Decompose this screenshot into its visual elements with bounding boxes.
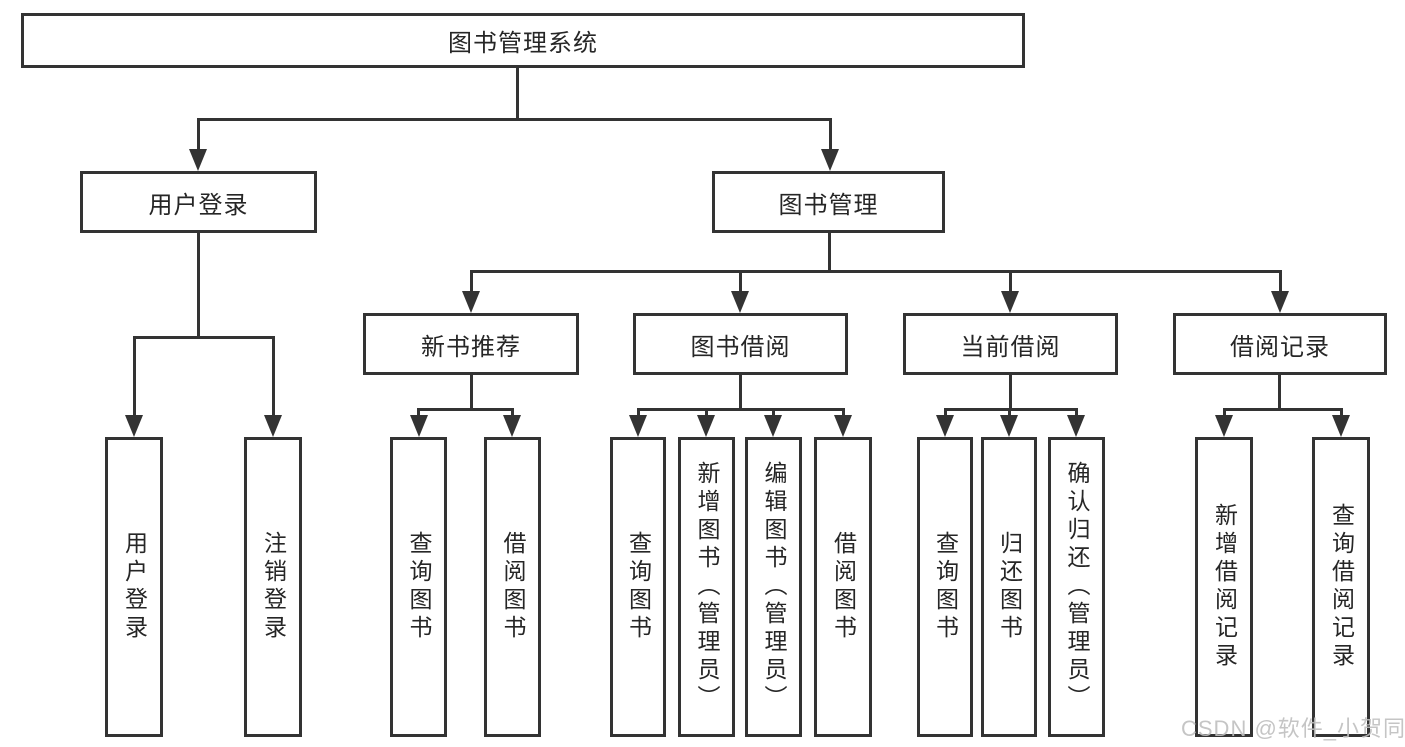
connector-line bbox=[197, 118, 831, 121]
leaf-query-books-3: 查询图书 bbox=[917, 437, 973, 737]
arrow-down-icon bbox=[821, 149, 839, 171]
leaf-label: 查询图书 bbox=[625, 531, 652, 643]
node-label: 借阅记录 bbox=[1230, 333, 1330, 361]
leaf-label: 归还图书 bbox=[996, 531, 1023, 643]
leaf-label: 新增借阅记录 bbox=[1211, 503, 1238, 671]
node-borrow-records: 借阅记录 bbox=[1173, 313, 1387, 375]
arrow-down-icon bbox=[1000, 415, 1018, 437]
leaf-label: 编辑图书（管理员） bbox=[761, 461, 787, 713]
node-current-borrow: 当前借阅 bbox=[903, 313, 1118, 375]
arrow-down-icon bbox=[410, 415, 428, 437]
connector-line bbox=[272, 336, 275, 416]
connector-line bbox=[1223, 408, 1226, 418]
connector-line bbox=[197, 233, 200, 337]
leaf-user-login: 用户登录 bbox=[105, 437, 163, 737]
leaf-logout: 注销登录 bbox=[244, 437, 302, 737]
node-label: 图书管理系统 bbox=[448, 30, 598, 57]
arrow-down-icon bbox=[1332, 415, 1350, 437]
connector-line bbox=[1008, 408, 1011, 418]
connector-line bbox=[944, 408, 1078, 411]
leaf-query-books-2: 查询图书 bbox=[610, 437, 666, 737]
leaf-label: 查询图书 bbox=[932, 531, 959, 643]
arrow-down-icon bbox=[1001, 291, 1019, 313]
node-root-library-system: 图书管理系统 bbox=[21, 13, 1025, 68]
leaf-confirm-return-admin: 确认归还（管理员） bbox=[1048, 437, 1105, 737]
leaf-edit-books-admin: 编辑图书（管理员） bbox=[745, 437, 802, 737]
connector-line bbox=[705, 408, 708, 418]
arrow-down-icon bbox=[936, 415, 954, 437]
leaf-add-borrow-record: 新增借阅记录 bbox=[1195, 437, 1253, 737]
leaf-return-books: 归还图书 bbox=[981, 437, 1037, 737]
arrow-down-icon bbox=[764, 415, 782, 437]
arrow-down-icon bbox=[629, 415, 647, 437]
arrow-down-icon bbox=[697, 415, 715, 437]
leaf-label: 注销登录 bbox=[260, 531, 287, 643]
connector-line bbox=[637, 408, 845, 411]
node-new-book-recommend: 新书推荐 bbox=[363, 313, 579, 375]
connector-line bbox=[772, 408, 775, 418]
node-book-borrow: 图书借阅 bbox=[633, 313, 848, 375]
connector-line bbox=[511, 408, 514, 418]
connector-line bbox=[417, 408, 514, 411]
node-label: 当前借阅 bbox=[960, 333, 1061, 361]
node-label: 图书管理 bbox=[778, 191, 879, 219]
leaf-label: 确认归还（管理员） bbox=[1064, 461, 1090, 713]
connector-line bbox=[133, 336, 275, 339]
connector-line bbox=[1009, 375, 1012, 411]
connector-line bbox=[1278, 375, 1281, 411]
arrow-down-icon bbox=[189, 149, 207, 171]
leaf-add-books-admin: 新增图书（管理员） bbox=[678, 437, 735, 737]
connector-line bbox=[470, 270, 1282, 273]
connector-line bbox=[842, 408, 845, 418]
connector-line bbox=[133, 336, 136, 416]
leaf-label: 查询图书 bbox=[406, 531, 432, 643]
leaf-label: 用户登录 bbox=[121, 531, 148, 643]
connector-line bbox=[1075, 408, 1078, 418]
arrow-down-icon bbox=[462, 291, 480, 313]
arrow-down-icon bbox=[125, 415, 143, 437]
leaf-borrow-books-1: 借阅图书 bbox=[484, 437, 541, 737]
arrow-down-icon bbox=[264, 415, 282, 437]
connector-line bbox=[1279, 270, 1282, 292]
csdn-watermark: CSDN @软件_小贺同学 bbox=[1181, 716, 1405, 741]
connector-line bbox=[739, 270, 742, 292]
leaf-label: 借阅图书 bbox=[830, 531, 857, 643]
connector-line bbox=[828, 233, 831, 273]
leaf-borrow-books-2: 借阅图书 bbox=[814, 437, 872, 737]
leaf-label: 借阅图书 bbox=[500, 531, 526, 643]
connector-line bbox=[516, 68, 519, 118]
arrow-down-icon bbox=[731, 291, 749, 313]
leaf-query-books-1: 查询图书 bbox=[390, 437, 447, 737]
connector-line bbox=[1009, 270, 1012, 292]
node-label: 图书借阅 bbox=[690, 333, 791, 361]
arrow-down-icon bbox=[1271, 291, 1289, 313]
leaf-query-borrow-record: 查询借阅记录 bbox=[1312, 437, 1370, 737]
leaf-label: 新增图书（管理员） bbox=[694, 461, 720, 713]
connector-line bbox=[739, 375, 742, 411]
connector-line bbox=[470, 375, 473, 411]
arrow-down-icon bbox=[1067, 415, 1085, 437]
arrow-down-icon bbox=[834, 415, 852, 437]
node-label: 用户登录 bbox=[148, 191, 249, 219]
connector-line bbox=[1340, 408, 1343, 418]
arrow-down-icon bbox=[1215, 415, 1233, 437]
node-book-management: 图书管理 bbox=[712, 171, 945, 233]
connector-line bbox=[829, 118, 832, 150]
connector-line bbox=[197, 118, 200, 150]
arrow-down-icon bbox=[503, 415, 521, 437]
leaf-label: 查询借阅记录 bbox=[1328, 503, 1355, 671]
connector-line bbox=[944, 408, 947, 418]
node-label: 新书推荐 bbox=[421, 333, 521, 361]
connector-line bbox=[1223, 408, 1343, 411]
connector-line bbox=[637, 408, 640, 418]
connector-line bbox=[470, 270, 473, 292]
node-user-login: 用户登录 bbox=[80, 171, 317, 233]
connector-line bbox=[417, 408, 420, 418]
